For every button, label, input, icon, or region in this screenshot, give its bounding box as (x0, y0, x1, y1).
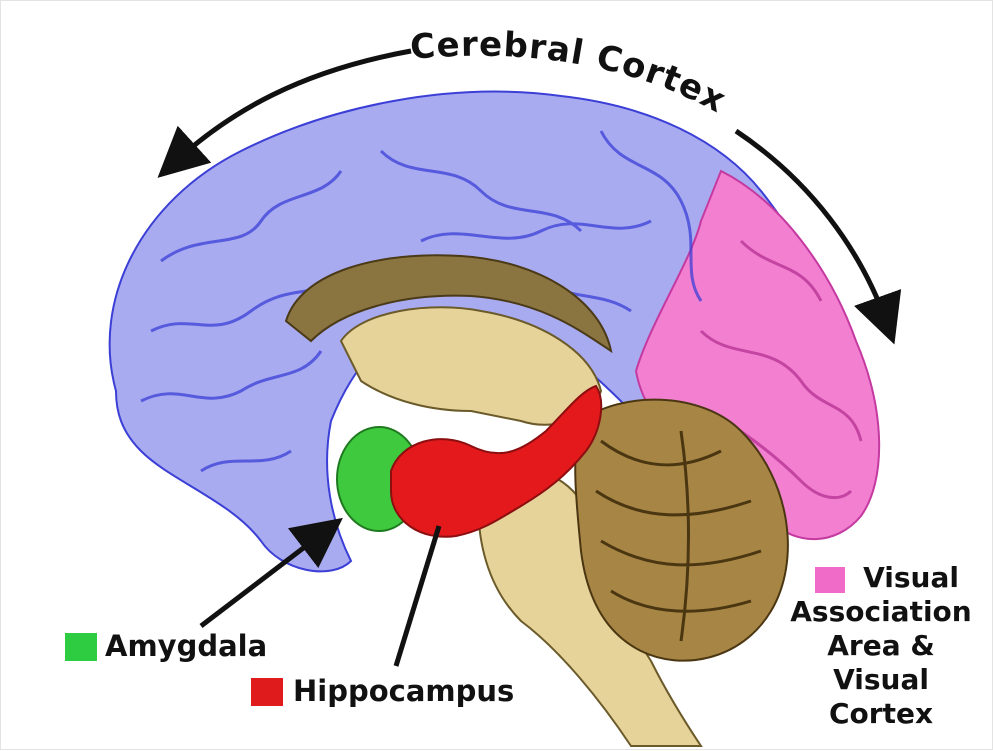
cortex-arrow-right (734, 128, 902, 345)
cortex-gyri (140, 130, 703, 473)
cortex-arrow-left (157, 48, 412, 178)
corpus-callosum (284, 254, 613, 354)
thalamus (339, 306, 603, 426)
hippocampus-pointer (393, 525, 442, 667)
amygdala-label: Amygdala (105, 629, 268, 663)
amygdala-swatch (65, 633, 97, 661)
hippocampus-swatch (251, 678, 283, 706)
visual-label-line-3: Area & Visual (827, 629, 935, 696)
amygdala-pointer (199, 517, 343, 628)
hippocampus-label: Hippocampus (293, 674, 515, 708)
cerebellum-folia (595, 430, 762, 642)
visual-association-label: Visual Association Area & Visual Cortex (781, 561, 981, 731)
visual-label-line-4: Cortex (828, 697, 934, 730)
cerebellum (574, 398, 789, 662)
visual-label-line-1: Visual (863, 561, 959, 594)
visual-swatch (815, 567, 845, 593)
hippocampus-region (390, 384, 603, 538)
visual-label-line-2: Association (790, 595, 972, 628)
